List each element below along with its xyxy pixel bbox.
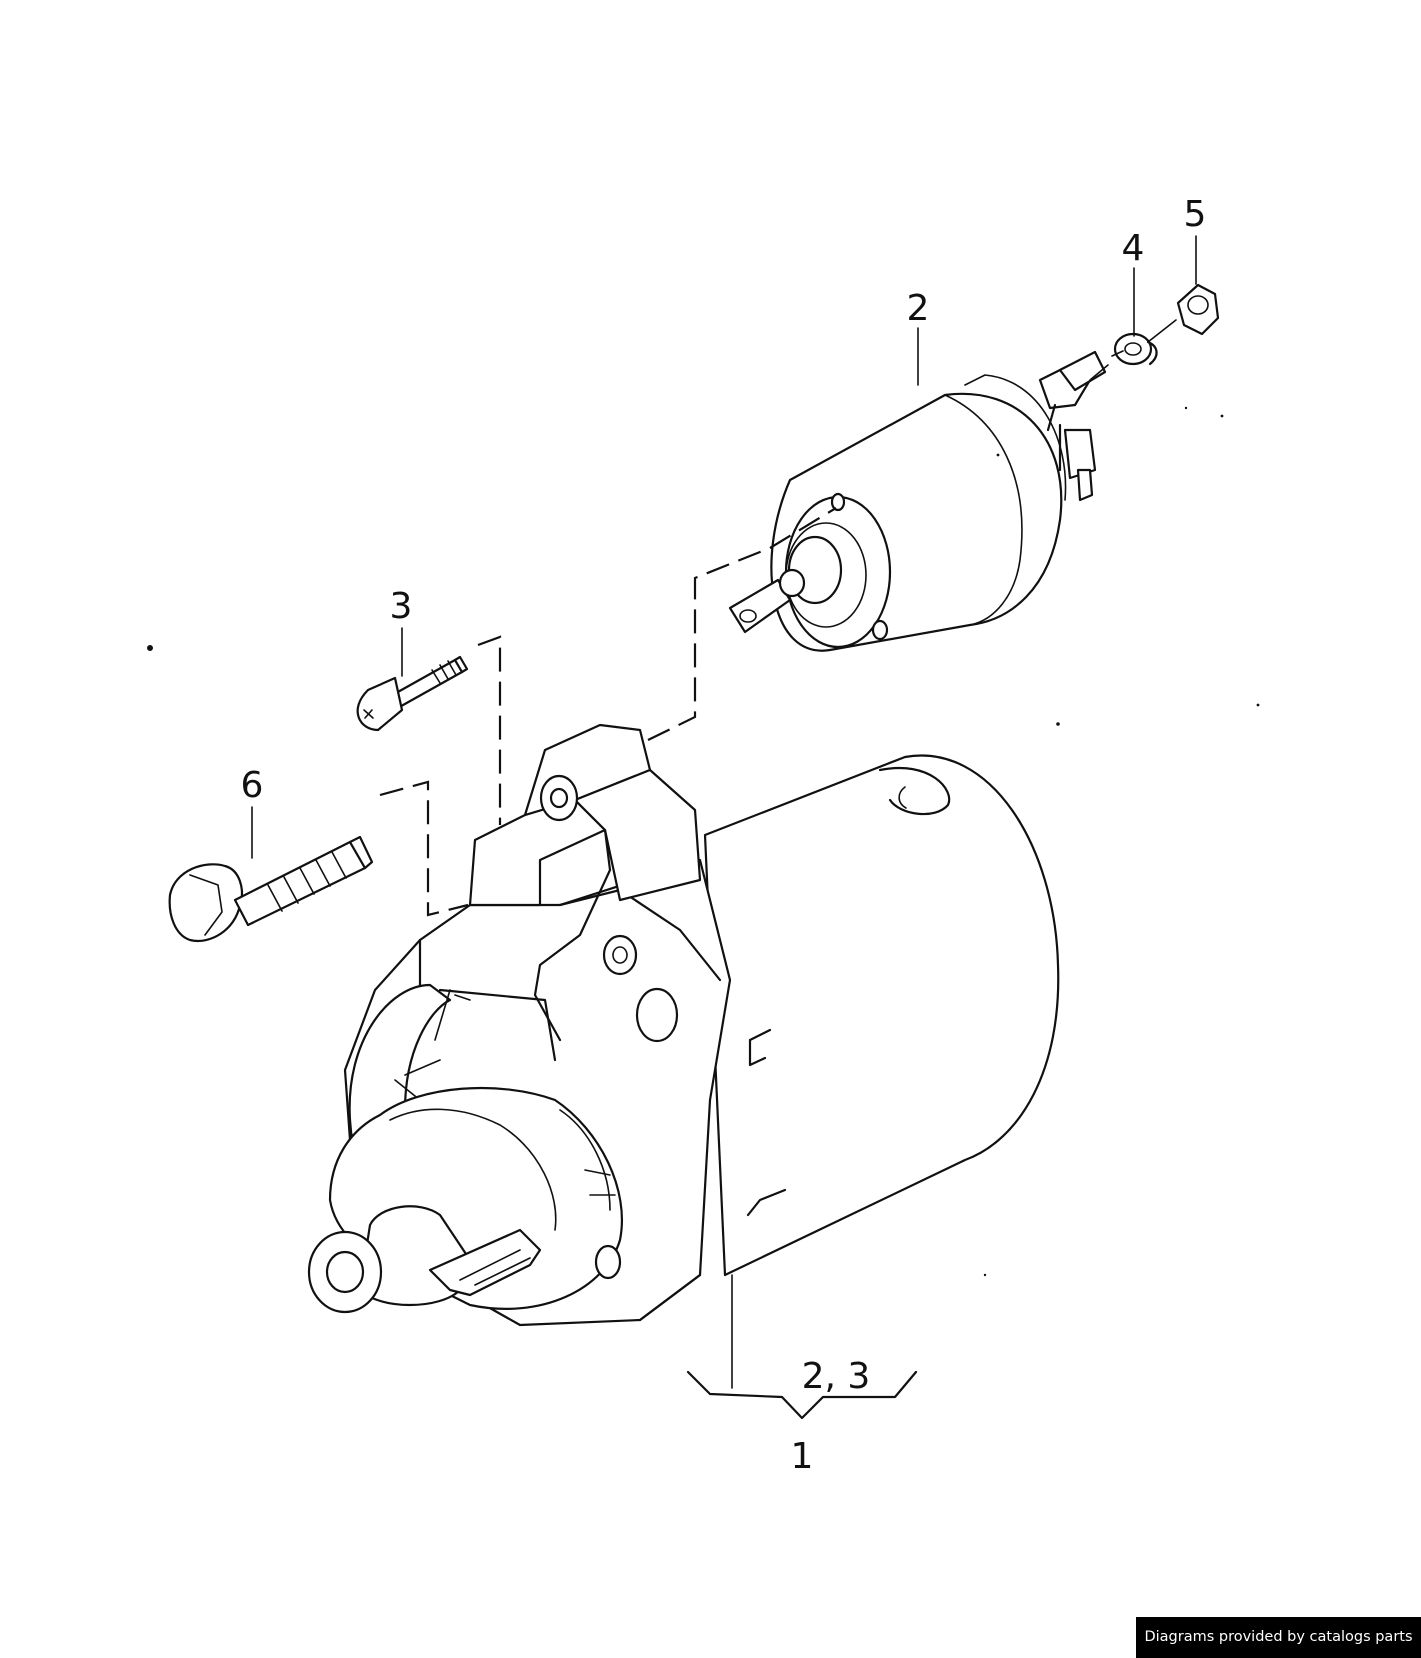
callout-labels: 2 4 5 3 6 2, 3 1	[241, 194, 1207, 1477]
hex-bolt	[168, 835, 374, 943]
assembly-lines	[379, 319, 1177, 917]
leader-lines	[251, 235, 1197, 1420]
credit-banner: Diagrams provided by catalogs parts	[1136, 1617, 1421, 1658]
hex-nut	[1176, 283, 1220, 336]
callout-1: 1	[791, 1436, 814, 1477]
callout-6: 6	[241, 765, 264, 806]
countersunk-screw	[356, 655, 469, 732]
callout-3: 3	[390, 586, 413, 627]
starter-motor-body	[307, 723, 1060, 1327]
callout-2: 2	[907, 288, 930, 329]
callout-5: 5	[1184, 194, 1207, 235]
scan-specks	[147, 406, 1260, 1277]
solenoid	[728, 350, 1107, 652]
washer	[1113, 332, 1158, 366]
callout-2-3: 2, 3	[802, 1356, 871, 1397]
callout-4: 4	[1122, 228, 1145, 269]
